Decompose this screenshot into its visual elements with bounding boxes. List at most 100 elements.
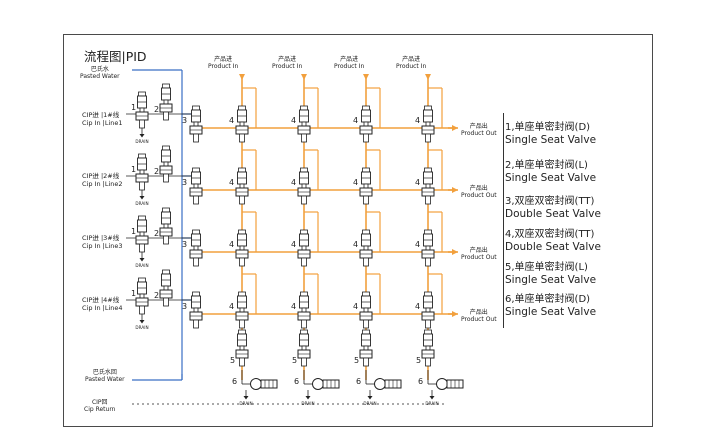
- valve-number-6-col3: 6: [356, 377, 361, 386]
- pasted-water-return-zh: 巴氏水回: [92, 369, 117, 376]
- cip-valve-2-line4-stem: [163, 297, 169, 307]
- valve-number-6-col4: 6: [418, 377, 423, 386]
- product-in-label-1: 产品进 Product In: [208, 56, 238, 70]
- valve-number-2-line3: 2: [154, 229, 159, 238]
- cip-valve-1-line3-stem: [139, 243, 145, 253]
- double-seat-valve-4-2-3-yoke: [301, 245, 307, 251]
- cip-valve-2-line4-yoke: [163, 285, 169, 291]
- cip-valve-1-line3-yoke: [139, 231, 145, 237]
- valve-number-4-2-2: 4: [291, 178, 296, 187]
- legend-divider: [503, 113, 504, 328]
- double-seat-valve-4-4-2-stem: [425, 195, 431, 205]
- product-out-arrow-4: [452, 311, 458, 317]
- legend-item-3-zh: 3,双座双密封阀(TT): [505, 196, 595, 207]
- pump-drain-col1-text: DRAIN: [239, 401, 252, 406]
- double-seat-valve-4-3-3-yoke: [363, 245, 369, 251]
- cip-valve-2-line1-cap: [162, 83, 170, 89]
- double-seat-valve-3-line4-stem: [193, 319, 199, 329]
- valve-number-4-3-4: 4: [353, 302, 358, 311]
- double-seat-valve-4-4-1-cap: [424, 105, 432, 111]
- legend-item-2-en: Single Seat Valve: [505, 172, 597, 184]
- cip-in-line1-zh: CIP进 |1#线: [82, 111, 120, 119]
- product-out-label-3: 产品出 Product Out: [461, 247, 497, 261]
- double-seat-valve-4-3-2-yoke: [363, 183, 369, 189]
- double-seat-valve-3-line2-stem: [193, 195, 199, 205]
- product-out-zh: 产品出: [469, 185, 488, 192]
- product-out-arrow-1: [452, 125, 458, 131]
- double-seat-valve-4-1-1-stem: [239, 133, 245, 143]
- pump-col4-housing: [436, 378, 448, 390]
- double-seat-valve-4-4-2-yoke: [425, 183, 431, 189]
- product-in-zh: 产品进: [340, 56, 359, 63]
- cip-valve-2-line1-stem: [163, 111, 169, 121]
- valve-number-2-line4: 2: [154, 291, 159, 300]
- cip-in-line1-en: Cip In |Line1: [82, 119, 123, 127]
- cip-valve-2-line2-yoke: [163, 161, 169, 167]
- product-out-label-2: 产品出 Product Out: [461, 185, 497, 199]
- double-seat-valve-4-4-1-yoke: [425, 121, 431, 127]
- double-seat-valve-4-3-4-cap: [362, 291, 370, 297]
- cip-valve-2-line1-yoke: [163, 99, 169, 105]
- product-in-zh: 产品进: [214, 56, 233, 63]
- valve-number-4-4-2: 4: [415, 178, 420, 187]
- single-seat-valve-5-col4-stem: [425, 357, 431, 367]
- single-seat-valve-5-col4-cap: [424, 329, 432, 335]
- cip-valve-1-line2-yoke: [139, 169, 145, 175]
- pasted-water-in-zh: 巴氏水: [90, 66, 109, 73]
- double-seat-valve-3-line1-stem: [193, 133, 199, 143]
- legend-item-1: 1,单座单密封阀(D) Single Seat Valve: [505, 122, 596, 146]
- legend-item-4-zh: 4,双座双密封阀(TT): [505, 229, 595, 240]
- double-seat-valve-4-4-4-yoke: [425, 307, 431, 313]
- cip-in-line3-zh: CIP进 |3#线: [82, 234, 120, 242]
- legend-item-6: 6,单座单密封阀(D) Single Seat Valve: [505, 294, 596, 318]
- pasted-water-return-label: 巴氏水回 Pasted Water: [85, 369, 125, 383]
- double-seat-valve-4-4-4-stem: [425, 319, 431, 329]
- product-out-zh: 产品出: [469, 123, 488, 130]
- double-seat-valve-3-line2-yoke: [193, 183, 199, 189]
- cip-valve-1-line2-cap: [138, 153, 146, 159]
- cip-drain-line3-arrow: [139, 258, 145, 262]
- single-seat-valve-5-col2-stem: [301, 357, 307, 367]
- valve-number-5-col4: 5: [416, 356, 421, 365]
- legend-item-4-en: Double Seat Valve: [505, 241, 601, 253]
- cip-in-line4-en: Cip In |Line4: [82, 304, 123, 312]
- legend-item-2: 2,单座单密封阀(L) Single Seat Valve: [505, 160, 596, 184]
- cip-valve-2-line3-cap: [162, 207, 170, 213]
- cip-drain-line1-arrow: [139, 134, 145, 138]
- valve-number-3-line2: 3: [182, 178, 187, 187]
- product-out-arrow-2: [452, 187, 458, 193]
- single-seat-valve-5-col4-yoke: [425, 345, 431, 351]
- valve-number-4-3-3: 4: [353, 240, 358, 249]
- pump-drain-col3-text: DRAIN: [363, 401, 376, 406]
- product-out-en: Product Out: [461, 315, 497, 323]
- cip-valve-2-line3-stem: [163, 235, 169, 245]
- double-seat-valve-4-2-4-cap: [300, 291, 308, 297]
- cip-valve-1-line1-cap: [138, 91, 146, 97]
- valve-number-6-col2: 6: [294, 377, 299, 386]
- pump-drain-col4-arrow: [429, 396, 435, 400]
- product-in-arrow-1: [239, 74, 245, 80]
- double-seat-valve-4-3-4-yoke: [363, 307, 369, 313]
- pasted-water-return-en: Pasted Water: [85, 375, 125, 383]
- double-seat-valve-4-2-2-stem: [301, 195, 307, 205]
- product-in-en: Product In: [334, 62, 365, 70]
- pump-drain-col2-arrow: [305, 396, 311, 400]
- cip-return-label: CIP回 Cip Return: [84, 399, 115, 413]
- double-seat-valve-3-line3-cap: [192, 229, 200, 235]
- pump-drain-col4-text: DRAIN: [425, 401, 438, 406]
- valve-number-4-1-1: 4: [229, 116, 234, 125]
- double-seat-valve-4-4-3-yoke: [425, 245, 431, 251]
- double-seat-valve-4-2-3-cap: [300, 229, 308, 235]
- cip-valve-2-line3-yoke: [163, 223, 169, 229]
- double-seat-valve-4-1-1-yoke: [239, 121, 245, 127]
- cip-in-line4-zh: CIP进 |4#线: [82, 296, 120, 304]
- double-seat-valve-3-line4-yoke: [193, 307, 199, 313]
- valve-number-3-line4: 3: [182, 302, 187, 311]
- legend-item-4: 4,双座双密封阀(TT) Double Seat Valve: [505, 229, 601, 253]
- cip-drain-line2-text: DRAIN: [135, 201, 148, 206]
- product-out-zh: 产品出: [469, 247, 488, 254]
- cip-in-line3-en: Cip In |Line3: [82, 242, 123, 250]
- cip-in-line3-label: CIP进 |3#线 Cip In |Line3: [82, 234, 123, 250]
